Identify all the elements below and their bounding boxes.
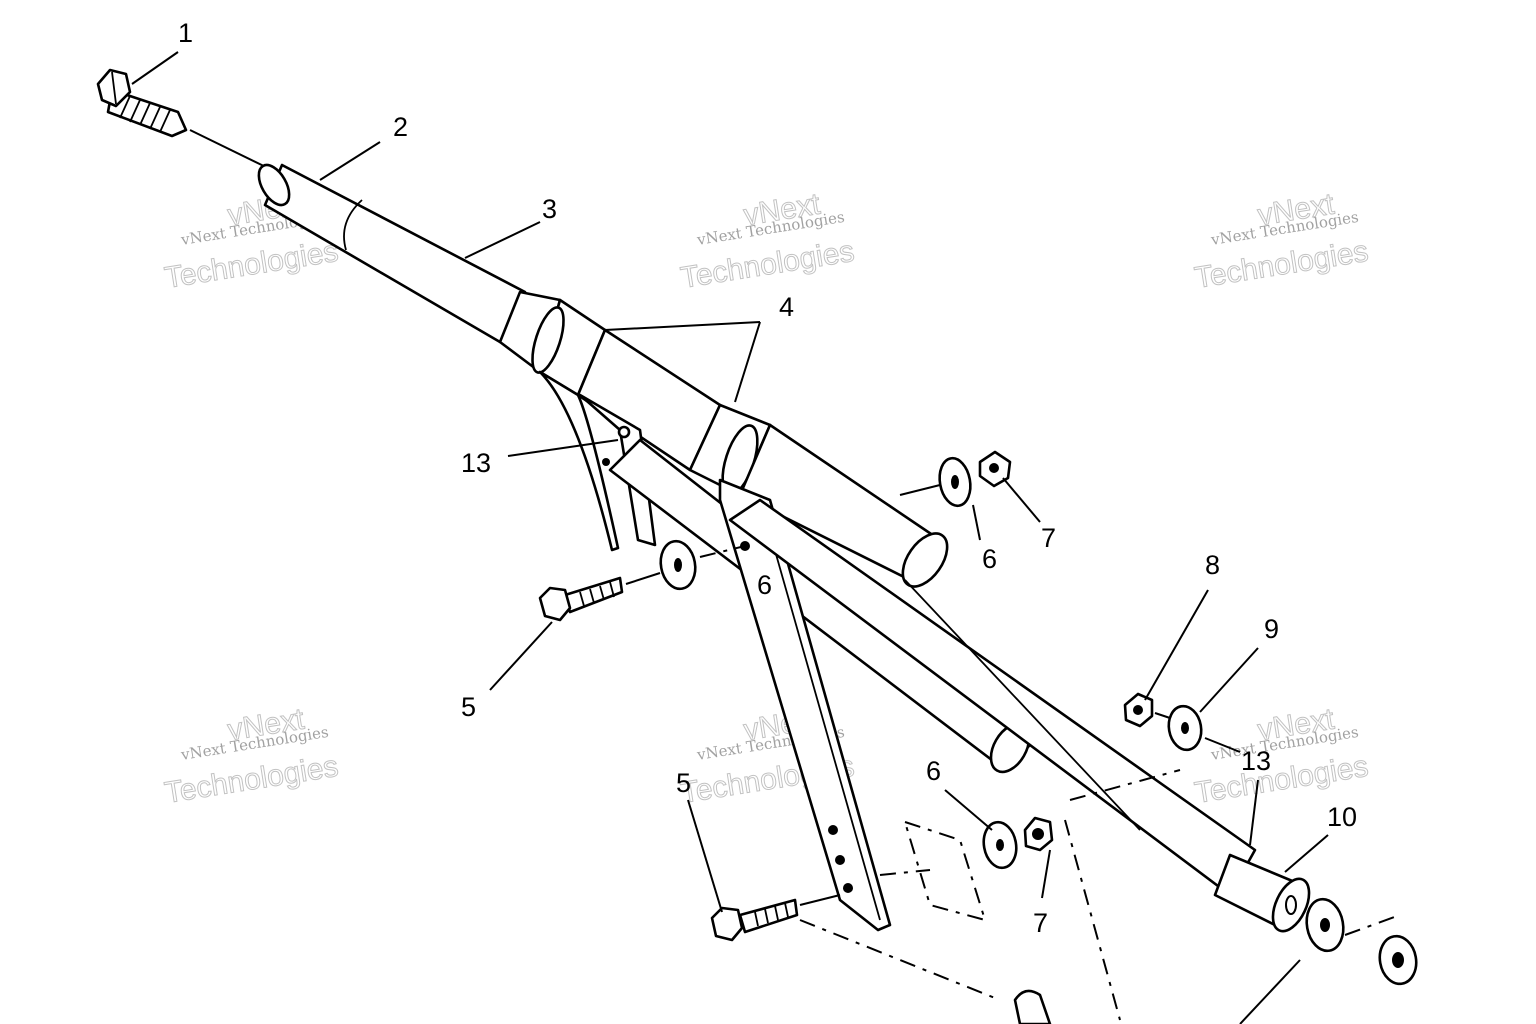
collar-upper (498, 290, 607, 397)
nut-8 (1123, 692, 1154, 728)
callout-7: 7 (1033, 908, 1048, 938)
centerline (699, 545, 746, 558)
centerline (799, 894, 841, 906)
leader-lines (131, 51, 1329, 913)
washer-6-upper (938, 456, 972, 508)
bracket-plate-center (718, 478, 892, 932)
centerline (1204, 737, 1241, 753)
callout-10: 10 (1327, 802, 1357, 832)
bolt-5-upper (538, 576, 624, 622)
centerline (1344, 914, 1401, 936)
bottom-partial-part (1013, 989, 1052, 1024)
callout-6: 6 (982, 544, 997, 574)
centerline (899, 484, 941, 496)
watermark: vNext Technologies vNext Technologies (1192, 187, 1371, 295)
callout-8: 8 (1205, 550, 1220, 580)
washer-6-mid (659, 539, 697, 591)
callout-6: 6 (926, 756, 941, 786)
callout-7: 7 (1041, 523, 1056, 553)
bolt-5-lower (710, 898, 799, 942)
centerline (799, 919, 1001, 1001)
watermark: vNext Technologies vNext Technologies (162, 702, 341, 810)
nut-7-upper (978, 450, 1012, 488)
centerline (1239, 959, 1301, 1024)
centerline (1154, 712, 1171, 719)
nut-7-lower (1023, 816, 1054, 852)
washer-9 (1167, 704, 1203, 752)
callout-5: 5 (461, 692, 476, 722)
callout-9: 9 (1264, 614, 1279, 644)
washer-end-2 (1378, 934, 1418, 986)
callout-13: 13 (1241, 746, 1271, 776)
centerline (189, 129, 273, 171)
callout-6: 6 (757, 570, 772, 600)
watermark: vNext Technologies vNext Technologies (678, 187, 857, 295)
callout-2: 2 (393, 112, 408, 142)
callout-1: 1 (178, 18, 193, 48)
washer-6-lower (982, 820, 1018, 870)
tube-lower (738, 423, 949, 588)
callout-5: 5 (676, 768, 691, 798)
bolt-1 (96, 68, 188, 138)
callout-4: 4 (779, 292, 794, 322)
shaft-end-10 (1213, 853, 1311, 933)
callout-3: 3 (542, 194, 557, 224)
hidden-plate (879, 820, 987, 922)
centerline (625, 572, 661, 585)
washer-end-1 (1305, 897, 1345, 953)
watermark: vNext Technologies vNext Technologies (1192, 702, 1371, 810)
callout-13: 13 (461, 448, 491, 478)
bracket-arm-left (538, 370, 657, 552)
centerline (1064, 819, 1121, 1021)
